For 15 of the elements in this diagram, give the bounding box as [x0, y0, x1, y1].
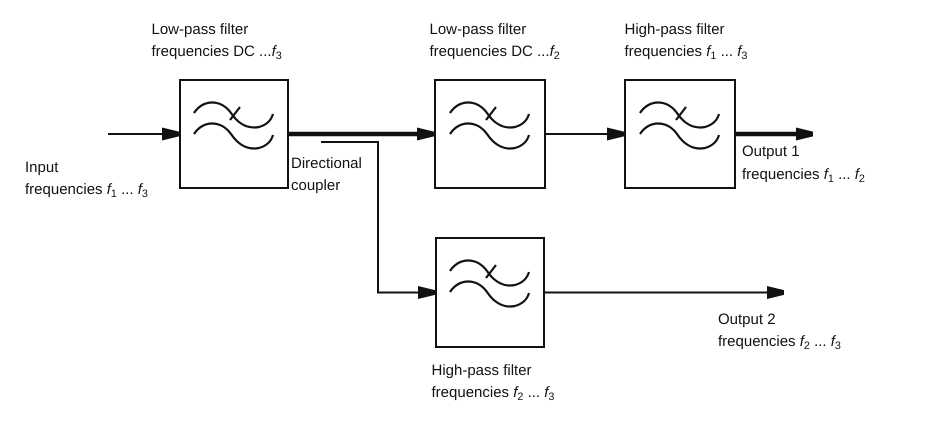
frequency-range-label: frequencies f$_{1}$ ... f$_{2}$	[742, 165, 865, 186]
filter-type-label: Low-pass filter	[152, 20, 248, 40]
coupler-label: Directional coupler	[291, 154, 362, 196]
output-label: Output 1	[742, 142, 800, 162]
input-label: Input	[25, 158, 58, 178]
output-label: Output 2	[718, 310, 776, 330]
passband-label: frequencies DC ...f$_{2}$	[430, 42, 560, 62]
filter-type-label: High-pass filter	[624, 20, 725, 40]
frequency-range-label: frequencies f$_{1}$ ... f$_{3}$	[25, 180, 148, 201]
filter-type-label: Low-pass filter	[430, 20, 526, 40]
passband-label: frequencies f$_{2}$ ... f$_{3}$	[432, 382, 554, 404]
filter-type-label: High-pass filter	[432, 360, 532, 380]
frequency-range-label: frequencies f$_{2}$ ... f$_{3}$	[718, 332, 841, 353]
passband-label: frequencies DC ...f$_{3}$	[152, 42, 282, 62]
passband-label: frequencies f$_{1}$ ... f$_{3}$	[624, 42, 748, 62]
